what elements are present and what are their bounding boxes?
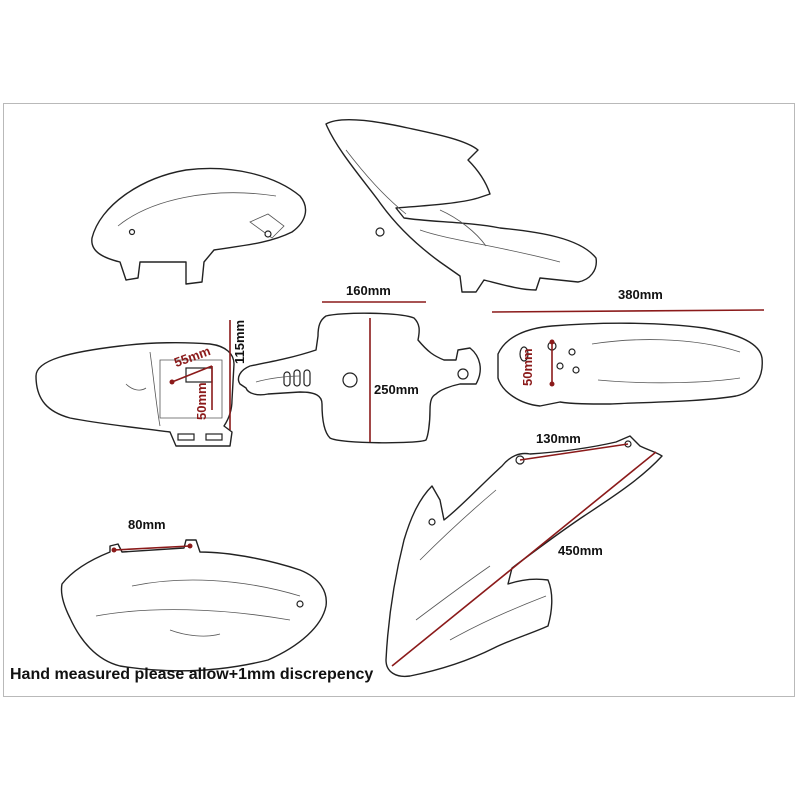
front-fender-hole-label: 50mm [520, 348, 535, 386]
shroud-length-label: 450mm [558, 543, 603, 558]
shroud-mount-label: 130mm [536, 431, 581, 446]
tank-cover-width-label: 160mm [346, 283, 391, 298]
diagram-frame [3, 103, 795, 697]
seat-part [91, 167, 307, 285]
fender-length-line [491, 309, 765, 313]
rear-fender-mount-label: 115mm [232, 319, 247, 364]
shroud-length-line [391, 451, 657, 667]
lower-shroud-part [385, 435, 663, 678]
measurement-lines [111, 301, 765, 667]
rear-fender-hole-height-label: 50mm [194, 382, 209, 420]
shroud-mount-line [519, 443, 629, 461]
rear-fender-part [35, 341, 235, 447]
side-panel-line [113, 545, 191, 551]
measurement-disclaimer: Hand measured please allow+1mm discrepen… [10, 666, 374, 683]
side-panel-part [60, 539, 327, 672]
tank-cover-height-label: 250mm [374, 382, 419, 397]
rear-hole-width-line [171, 365, 213, 383]
side-panel-mount-label: 80mm [128, 517, 166, 532]
front-fender-length-label: 380mm [618, 287, 663, 302]
number-plate-part [237, 312, 481, 444]
upper-shroud-part [325, 118, 597, 293]
front-fender-part [497, 322, 763, 407]
